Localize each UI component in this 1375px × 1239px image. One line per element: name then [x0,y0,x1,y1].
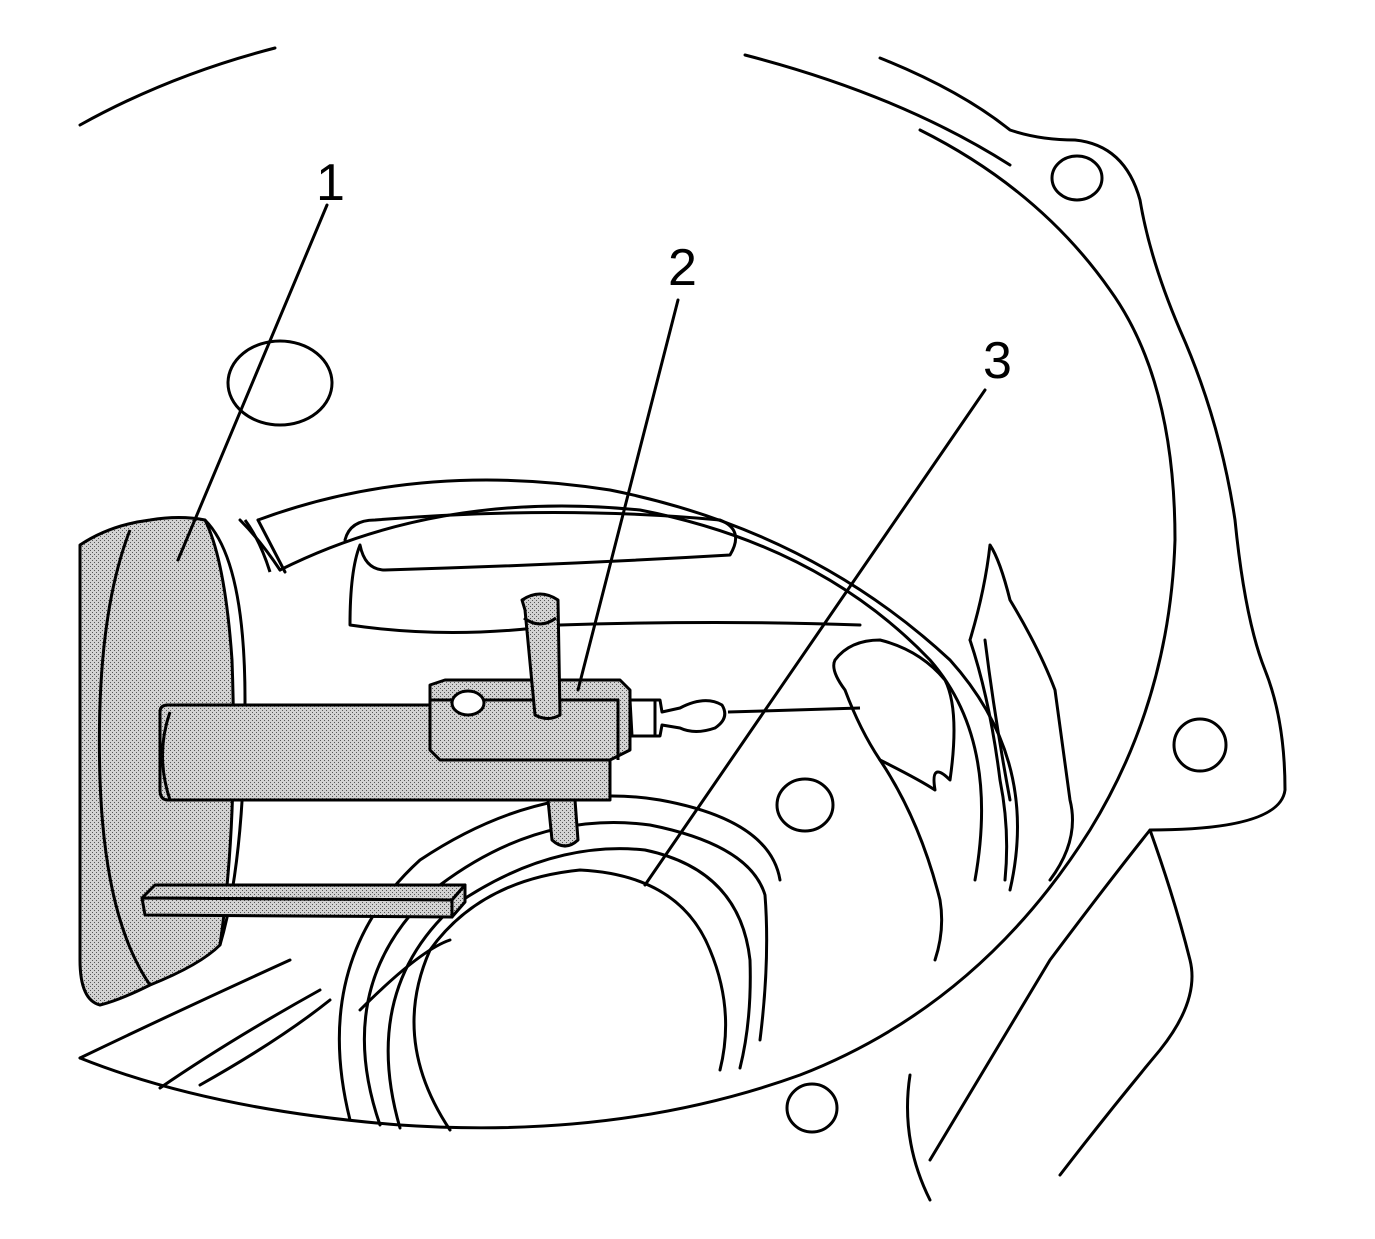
gauge-block-hole [450,689,486,717]
gauge-pin-lower [546,798,580,848]
bearing-bore-ring-1 [412,868,728,1132]
leader-line-2 [576,298,680,692]
gauge-tip [628,698,727,738]
bolt-hole-top-right [1050,154,1104,202]
callout-1: 1 [316,154,345,212]
casting-fracture [832,638,956,792]
inner-ring-middle [278,504,984,882]
inner-ring-outer [256,478,1019,892]
fixture-disk [78,516,272,1007]
bolt-hole-right [1172,717,1228,773]
leader-line-1 [176,203,329,562]
housing-outer-arc-left [78,46,277,127]
housing-inner-rim [78,128,1177,1130]
straight-edge [140,883,467,919]
port-hole-upper-left [226,339,334,427]
housing-outer-arc-top [743,53,1012,167]
housing-slot [343,511,738,634]
housing-lower-flange [1058,828,1194,1177]
housing-outer-flange [878,56,1287,1162]
bearing-bore-ring-2 [386,847,752,1130]
gauge-assembly [158,592,861,848]
leader-line-3 [643,388,987,887]
callout-3: 3 [983,332,1012,390]
bearing-bore-ring-4 [337,794,782,1122]
bolt-hole-bottom [785,1082,839,1134]
gauge-plunger [520,592,562,720]
bolt-hole-center [775,777,835,833]
callout-2: 2 [668,239,697,297]
bearing-bore-ring-3 [362,821,769,1127]
